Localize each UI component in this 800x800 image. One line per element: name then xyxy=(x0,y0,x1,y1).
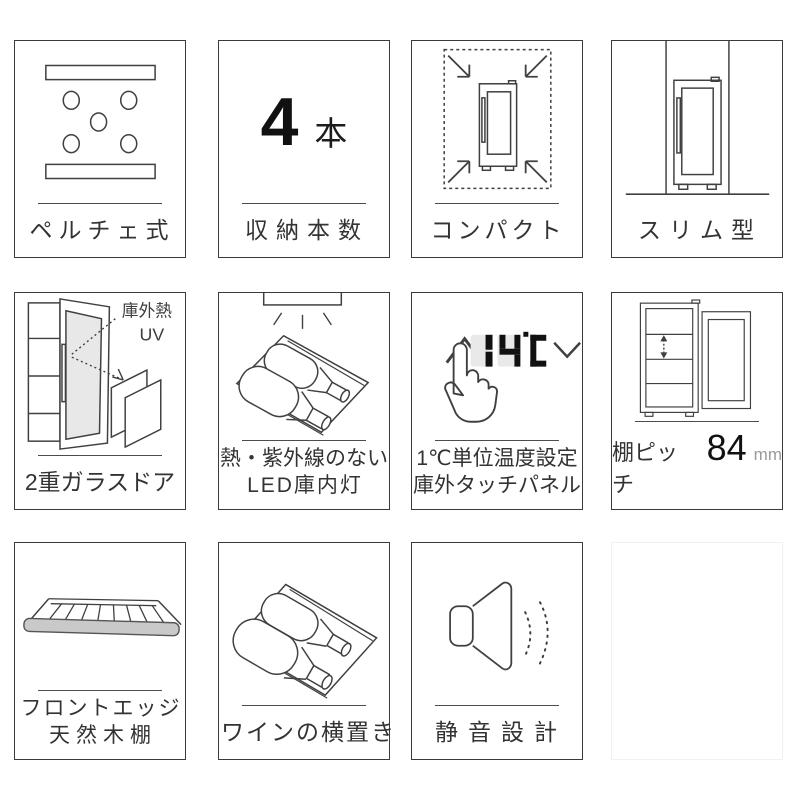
quiet-speaker-icon xyxy=(412,543,582,705)
feature-card-slim: スリム型 xyxy=(611,40,783,258)
pitch-label: 棚ピッチ xyxy=(612,440,679,497)
feature-label: ワインの横置き xyxy=(221,719,396,745)
label-divider xyxy=(242,440,366,442)
led-light-icon xyxy=(219,293,389,440)
feature-card-wine-horizontal: ワインの横置き xyxy=(218,542,396,760)
capacity-unit: 本 xyxy=(314,115,348,152)
uv-annotation: UV xyxy=(140,324,165,344)
label-divider xyxy=(635,421,759,422)
temp-panel-icon xyxy=(412,293,582,440)
feature-label: スリム型 xyxy=(638,217,762,243)
label-divider xyxy=(38,203,162,204)
feature-label-line1: 熱・紫外線のない xyxy=(220,447,388,471)
feature-label: 静音設計 xyxy=(435,719,567,745)
feature-label: ペルチェ式 xyxy=(29,217,175,243)
feature-card-capacity: 4 本 収納本数 xyxy=(218,40,390,258)
feature-label: 収納本数 xyxy=(245,217,369,243)
feature-label-line2: LED庫内灯 xyxy=(247,474,363,498)
temp-display xyxy=(485,331,547,367)
double-glass-door-icon: 庫外熱 UV xyxy=(15,293,185,455)
temp-down-icon xyxy=(553,341,581,359)
feature-label: コンパクト xyxy=(430,217,566,243)
feature-card-compact: コンパクト xyxy=(411,40,583,258)
feature-label-line1: 1℃単位温度設定 xyxy=(416,447,578,471)
feature-card-wood-shelf: フロントエッジ 天然木棚 xyxy=(14,542,186,760)
feature-label: 棚ピッチ 84 mm xyxy=(612,422,782,509)
label-divider xyxy=(435,203,559,204)
feature-label: フロントエッジ 天然木棚 xyxy=(15,691,185,759)
heat-annotation: 庫外熱 xyxy=(122,302,173,321)
wine-horizontal-icon xyxy=(219,543,389,705)
empty-card xyxy=(611,542,783,760)
feature-card-led-light: 熱・紫外線のない LED庫内灯 xyxy=(218,292,390,510)
feature-card-double-glass-door: 庫外熱 UV 2重ガラスドア xyxy=(14,292,186,510)
peltier-icon xyxy=(15,41,185,203)
capacity-value: 4 本 xyxy=(219,41,389,203)
wood-shelf-icon xyxy=(15,543,185,690)
feature-card-peltier: ペルチェ式 xyxy=(14,40,186,258)
label-divider xyxy=(38,455,162,456)
feature-label: 1℃単位温度設定 庫外タッチパネル xyxy=(412,441,582,509)
feature-card-temp-panel: 1℃単位温度設定 庫外タッチパネル xyxy=(411,292,583,510)
feature-label-line2: 庫外タッチパネル xyxy=(413,474,581,498)
label-divider xyxy=(435,440,559,442)
label-divider xyxy=(242,705,366,706)
feature-label: 熱・紫外線のない LED庫内灯 xyxy=(219,441,389,509)
pitch-unit: mm xyxy=(753,445,782,464)
shelf-pitch-icon xyxy=(612,293,782,421)
feature-card-shelf-pitch: 棚ピッチ 84 mm xyxy=(611,292,783,510)
pitch-value: 84 xyxy=(706,427,747,468)
feature-label: 2重ガラスドア xyxy=(24,469,176,495)
hand-tap-icon xyxy=(444,342,499,423)
label-divider xyxy=(242,203,366,204)
feature-label-line1: フロントエッジ xyxy=(20,697,182,721)
compact-icon xyxy=(412,41,582,203)
capacity-number: 4 xyxy=(260,84,299,160)
feature-card-quiet: 静音設計 xyxy=(411,542,583,760)
feature-label-line2: 天然木棚 xyxy=(49,724,157,748)
label-divider xyxy=(435,705,559,706)
slim-icon xyxy=(612,41,782,204)
label-divider xyxy=(38,690,162,692)
